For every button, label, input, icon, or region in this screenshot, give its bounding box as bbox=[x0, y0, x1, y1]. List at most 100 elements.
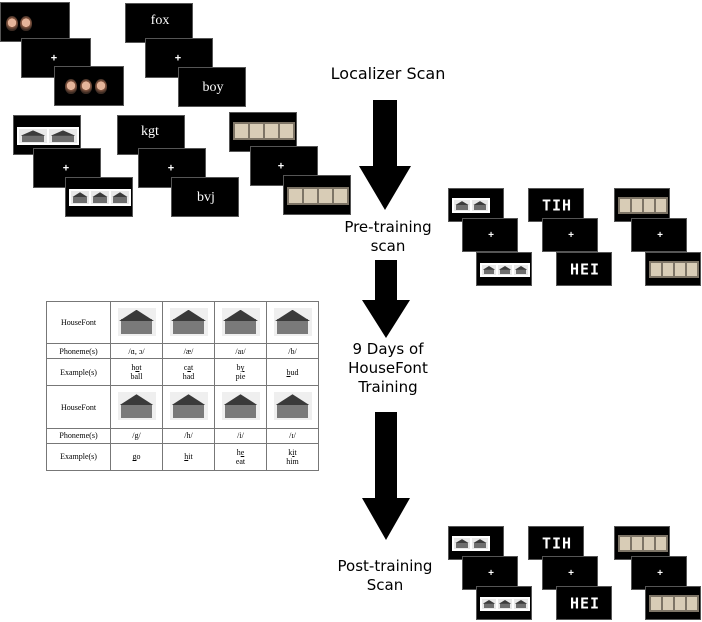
housefont-letter-cell bbox=[162, 385, 215, 429]
example-cell: go bbox=[110, 442, 163, 472]
fixation-cross: + bbox=[488, 230, 494, 241]
house-letter-image bbox=[221, 392, 260, 421]
nonword-slide: bvj bbox=[171, 177, 239, 217]
fixation-cross: + bbox=[568, 568, 574, 579]
house-image bbox=[71, 191, 89, 204]
housefont-letter-cell bbox=[266, 385, 319, 429]
house-images bbox=[17, 127, 79, 145]
word-stimulus: fox bbox=[150, 13, 170, 28]
example-underlined-letter: y bbox=[240, 363, 245, 373]
house-letter-image bbox=[221, 307, 260, 336]
housefont-letter-cell bbox=[214, 300, 267, 345]
housefont-table: HouseFont Phoneme(s) /ɑ, ɔ/ /æ/ /aɪ/ /b/… bbox=[46, 300, 319, 472]
fixation-cross: + bbox=[568, 230, 574, 241]
housefont-letter-cell bbox=[162, 300, 215, 345]
face-slide bbox=[54, 66, 124, 106]
step-pretraining-line2: scan bbox=[370, 236, 406, 255]
fixation-cross: + bbox=[62, 162, 70, 175]
example-underlined-letter: i bbox=[292, 447, 295, 457]
row-label-housefont: HouseFont bbox=[46, 300, 111, 345]
table-row: HouseFont bbox=[46, 385, 319, 429]
row-label-housefont: HouseFont bbox=[46, 385, 111, 429]
tile-slide bbox=[645, 252, 701, 286]
row-label-phoneme: Phoneme(s) bbox=[46, 343, 111, 360]
step-training-line3: Training bbox=[358, 377, 418, 396]
table-row: Phoneme(s) /ɑ, ɔ/ /æ/ /aɪ/ /b/ bbox=[46, 343, 319, 360]
nonword-stimulus: kgt bbox=[141, 124, 159, 139]
phoneme-cell: /i/ bbox=[214, 427, 267, 444]
phoneme-cell: /h/ bbox=[162, 427, 215, 444]
housefont-letter-cell bbox=[214, 385, 267, 429]
housefont-word-slide: TIH bbox=[528, 188, 584, 222]
example-text: c bbox=[183, 363, 188, 373]
house-slide bbox=[65, 177, 133, 217]
house-letter-image bbox=[117, 307, 156, 336]
house-image bbox=[472, 538, 488, 549]
example-underlined-letter: g bbox=[132, 452, 137, 462]
example-cell: bud bbox=[266, 358, 319, 387]
house-image bbox=[472, 200, 488, 211]
housefont-word: TIH bbox=[541, 534, 573, 553]
example-underlined-letter: o bbox=[135, 363, 140, 373]
nonword-stimulus: bvj bbox=[197, 190, 215, 205]
row-label-phoneme: Phoneme(s) bbox=[46, 427, 111, 444]
example-cell: hit bbox=[162, 442, 215, 472]
house-letter-image bbox=[169, 307, 208, 336]
step-localizer-text: Localizer Scan bbox=[330, 64, 446, 83]
fixation-cross: + bbox=[657, 230, 663, 241]
house-images bbox=[452, 198, 490, 213]
word-slide: fox bbox=[125, 3, 193, 43]
house-image bbox=[498, 265, 512, 275]
example-text: eat bbox=[235, 456, 246, 466]
housefont-word-slide: HEI bbox=[556, 586, 612, 620]
step-pretraining-line1: Pre-training bbox=[344, 218, 432, 236]
fixation-slide: + bbox=[462, 556, 518, 590]
phoneme-cell: /æ/ bbox=[162, 343, 215, 360]
fixation-slide: + bbox=[542, 218, 598, 252]
step-training-line1: 9 Days of bbox=[352, 340, 424, 358]
example-text: t bbox=[190, 363, 194, 373]
housefont-letter-cell bbox=[110, 300, 163, 345]
house-image bbox=[111, 191, 129, 204]
example-text: ud bbox=[290, 367, 299, 377]
fixation-cross: + bbox=[277, 160, 285, 173]
house-image bbox=[482, 599, 496, 609]
tile-image bbox=[618, 535, 668, 552]
example-text: k bbox=[288, 447, 293, 457]
example-text: h bbox=[236, 447, 241, 457]
example-text: h bbox=[131, 363, 136, 373]
phoneme-cell: /ɑ, ɔ/ bbox=[110, 343, 163, 360]
example-underlined-letter: a bbox=[187, 363, 191, 373]
tile-image bbox=[649, 261, 699, 278]
face-slide bbox=[0, 2, 70, 42]
tile-image bbox=[618, 197, 668, 214]
down-arrow-icon bbox=[362, 412, 410, 540]
housefont-word-slide: HEI bbox=[556, 252, 612, 286]
house-letter-image bbox=[273, 392, 312, 421]
example-underlined-letter: h bbox=[184, 452, 189, 462]
house-images bbox=[480, 263, 530, 277]
example-text: t bbox=[139, 363, 142, 373]
housefont-word: HEI bbox=[569, 260, 601, 279]
table-row: HouseFont bbox=[46, 300, 319, 345]
word-slide: boy bbox=[178, 67, 246, 107]
example-text: had bbox=[182, 372, 195, 382]
tile-slide bbox=[614, 188, 670, 222]
example-text: b bbox=[236, 363, 241, 373]
tile-image bbox=[649, 595, 699, 612]
house-image bbox=[514, 599, 528, 609]
step-posttraining-line2: Scan bbox=[366, 575, 404, 594]
face-image bbox=[6, 16, 18, 31]
housefont-word: TIH bbox=[541, 196, 573, 215]
example-text: him bbox=[286, 456, 299, 466]
step-pretraining-scan: Pre-training scan bbox=[318, 218, 458, 256]
fixation-cross: + bbox=[174, 52, 182, 65]
word-stimulus: boy bbox=[202, 80, 224, 95]
house-image bbox=[454, 200, 470, 211]
house-letter-image bbox=[117, 392, 156, 421]
housefont-word-slide: TIH bbox=[528, 526, 584, 560]
house-slide bbox=[476, 586, 532, 620]
example-text: it bbox=[188, 452, 193, 462]
